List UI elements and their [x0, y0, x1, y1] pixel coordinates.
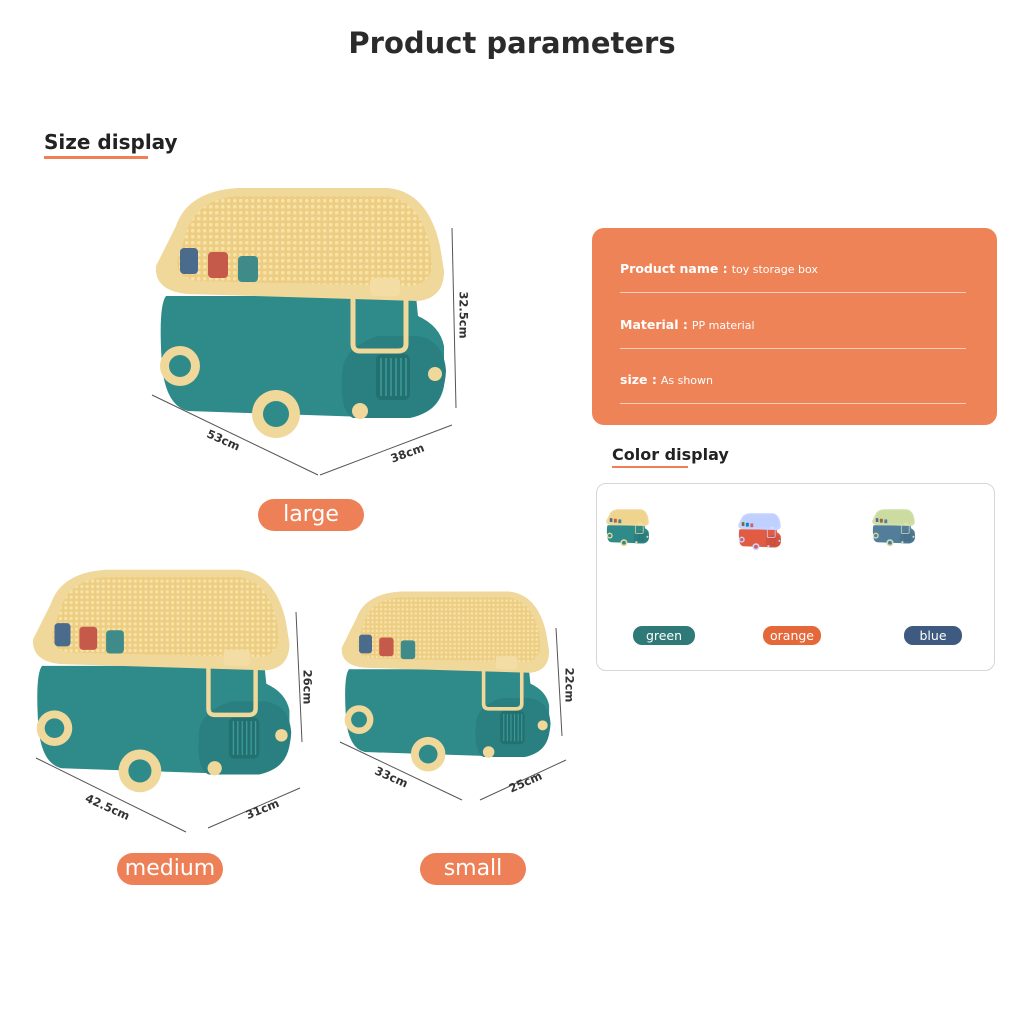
- color-display-title: Color display: [612, 445, 729, 464]
- color-label-green: green: [633, 626, 695, 645]
- color-label-orange: orange: [763, 626, 821, 645]
- info-label: size :: [620, 372, 657, 387]
- product-info-card: Product name :toy storage box Material :…: [592, 228, 997, 425]
- info-row-name: Product name :toy storage box: [620, 258, 966, 293]
- info-value: toy storage box: [731, 263, 818, 276]
- medium-box-image: [26, 568, 326, 828]
- color-swatch-green: [605, 508, 650, 547]
- info-row-material: Material :PP material: [620, 314, 966, 349]
- info-label: Material :: [620, 317, 688, 332]
- size-label-large: large: [258, 499, 364, 531]
- medium-height: 26cm: [300, 669, 315, 705]
- info-value: PP material: [691, 319, 755, 332]
- size-label-medium: medium: [117, 853, 223, 885]
- color-label-blue: blue: [904, 626, 962, 645]
- size-display-title: Size display: [44, 130, 178, 154]
- page-title: Product parameters: [348, 26, 676, 60]
- color-swatch-blue: [871, 508, 916, 547]
- large-height: 32.5cm: [456, 291, 471, 339]
- small-box-image: [339, 589, 553, 774]
- color-swatch-orange: [737, 512, 782, 551]
- heading-underline: [612, 466, 688, 468]
- small-height: 22cm: [562, 667, 577, 703]
- size-label-small: small: [420, 853, 526, 885]
- info-row-size: size :As shown: [620, 369, 966, 404]
- color-display-panel: green orange blue: [596, 483, 995, 671]
- color-display-heading: Color display: [612, 445, 729, 468]
- heading-underline: [44, 156, 148, 159]
- size-display-heading: Size display: [44, 130, 178, 159]
- info-value: As shown: [660, 374, 713, 387]
- info-label: Product name :: [620, 261, 728, 276]
